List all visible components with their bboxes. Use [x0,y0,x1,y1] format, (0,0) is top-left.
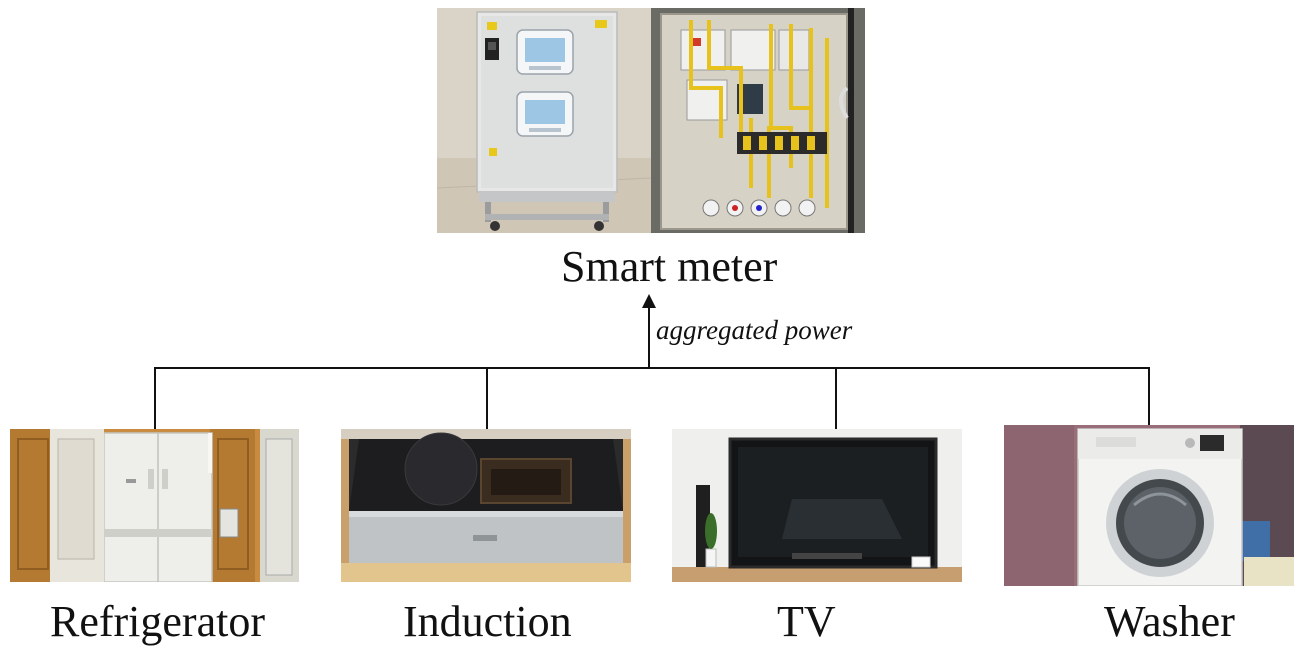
refrigerator-drop-line [154,367,156,429]
smart-meter-cabinet-photo [437,8,651,233]
refrigerator-label: Refrigerator [50,597,265,646]
smart-meter-wiring-photo [651,8,865,233]
aggregated-power-label: aggregated power [656,315,853,345]
washer-label: Washer [1104,597,1235,646]
tv-photo [672,429,962,582]
tv-drop-line [835,367,837,429]
induction-label: Induction [403,597,572,646]
refrigerator-photo [10,429,299,582]
tv-label: TV [777,597,836,646]
aggregation-bus-line [154,367,1150,369]
washer-photo [1004,425,1294,586]
arrow-up-icon [642,294,656,308]
washer-drop-line [1148,367,1150,425]
induction-drop-line [486,367,488,429]
induction-photo [341,429,631,582]
smart-meter-label: Smart meter [561,242,778,291]
aggregate-arrow-shaft [648,306,650,368]
